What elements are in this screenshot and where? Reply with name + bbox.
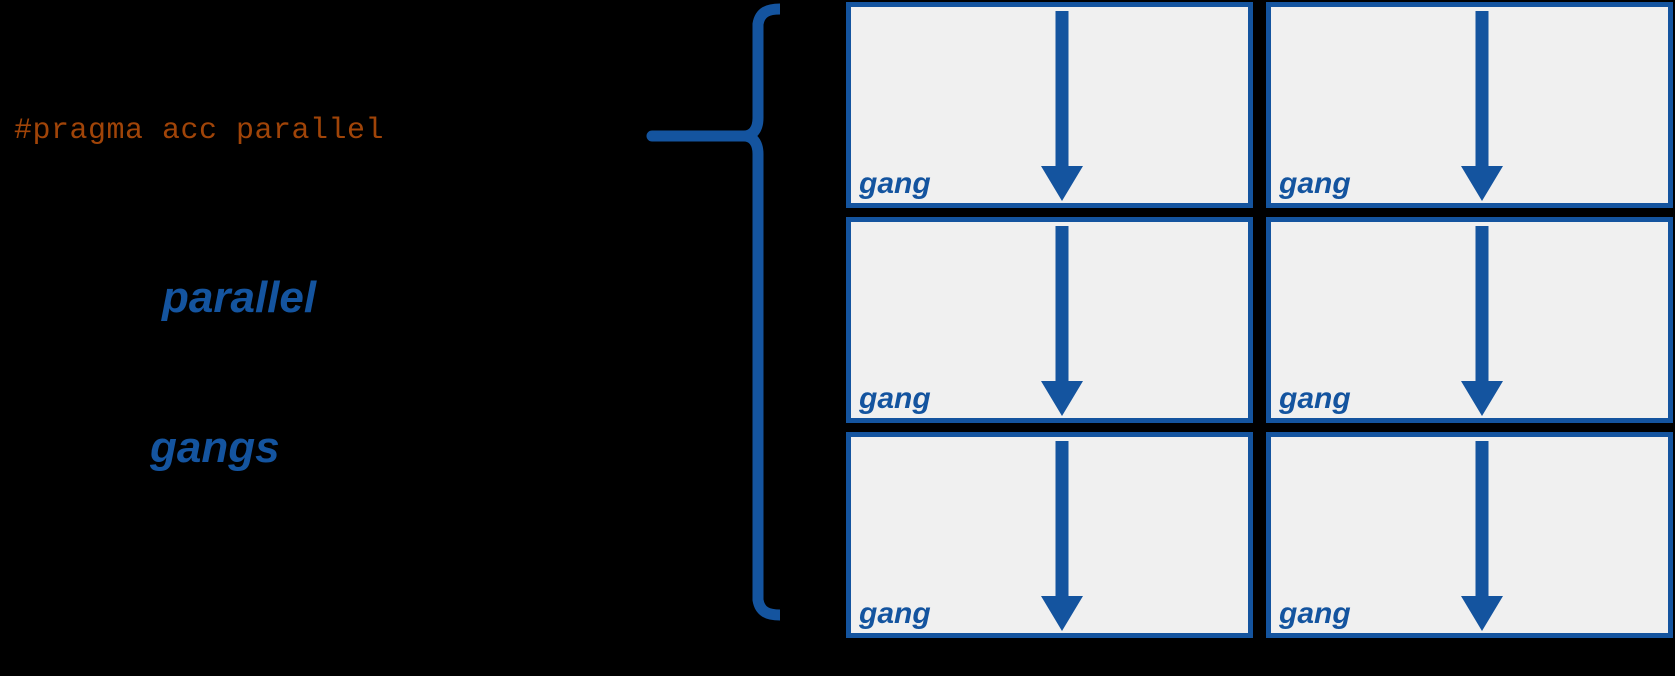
down-arrow-icon (1040, 441, 1084, 633)
gang-grid: gang gang gang gang (846, 2, 1673, 638)
down-arrow-icon (1460, 441, 1504, 633)
gang-label: gang (1279, 597, 1351, 630)
down-arrow-icon (1460, 11, 1504, 203)
gang-box[interactable]: gang (846, 2, 1253, 208)
gang-box[interactable]: gang (846, 432, 1253, 638)
gang-label: gang (859, 167, 931, 200)
gang-box[interactable]: gang (1266, 217, 1673, 423)
down-arrow-icon (1040, 11, 1084, 203)
gang-label: gang (859, 597, 931, 630)
down-arrow-icon (1040, 226, 1084, 418)
curly-brace-icon (640, 0, 780, 640)
down-arrow-icon (1460, 226, 1504, 418)
gang-box[interactable]: gang (1266, 2, 1673, 208)
gang-label: gang (1279, 167, 1351, 200)
concept-label-gangs: gangs (150, 423, 280, 472)
gang-box[interactable]: gang (1266, 432, 1673, 638)
concept-label-parallel: parallel (162, 273, 317, 322)
gang-label: gang (1279, 382, 1351, 415)
pragma-code-text: #pragma acc parallel (14, 114, 385, 148)
gang-label: gang (859, 382, 931, 415)
gang-box[interactable]: gang (846, 217, 1253, 423)
